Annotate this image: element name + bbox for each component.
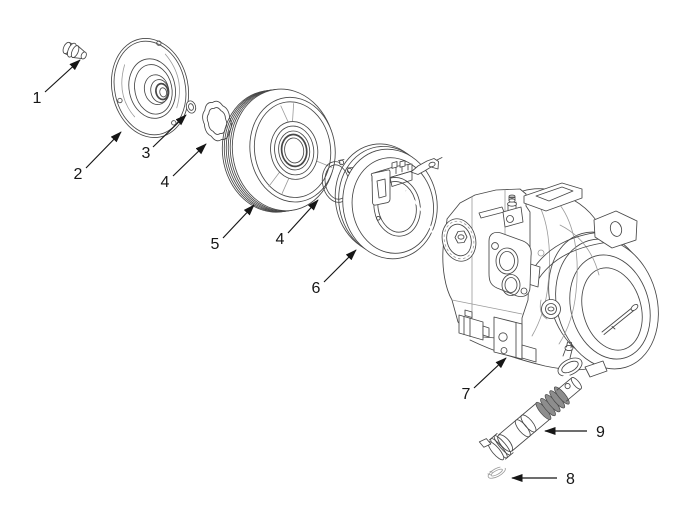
part-clip <box>487 464 508 479</box>
plug-seat <box>458 314 484 341</box>
callout-1: 1 <box>33 59 81 107</box>
part-compressor <box>441 182 659 378</box>
callout-4b: 4 <box>276 199 319 248</box>
callout-9: 9 <box>544 424 605 441</box>
part-pulley <box>221 88 336 213</box>
callout-label-4b: 4 <box>276 231 285 248</box>
callout-label-1: 1 <box>33 90 42 107</box>
callout-6: 6 <box>312 249 357 297</box>
callout-7: 7 <box>462 357 507 403</box>
callout-label-6: 6 <box>312 280 321 297</box>
callout-label-2: 2 <box>74 166 83 183</box>
callout-label-7: 7 <box>462 386 471 403</box>
callout-3: 3 <box>142 114 187 162</box>
coil-bracket <box>410 157 443 175</box>
callout-label-8: 8 <box>566 471 575 488</box>
callout-4a: 4 <box>161 143 207 191</box>
callout-5: 5 <box>211 204 255 253</box>
part-washer <box>185 100 197 114</box>
callout-label-5: 5 <box>211 236 220 253</box>
part-bolt <box>62 41 87 60</box>
callout-2: 2 <box>74 131 122 183</box>
part-disc-hub <box>110 38 190 138</box>
callout-label-9: 9 <box>596 424 605 441</box>
callouts: 1 2 3 4 5 4 6 7 <box>33 59 605 488</box>
part-valve <box>478 372 585 461</box>
callout-8: 8 <box>511 471 575 488</box>
callout-label-3: 3 <box>142 145 151 162</box>
callout-label-4a: 4 <box>161 174 170 191</box>
coil-connector <box>370 160 413 206</box>
